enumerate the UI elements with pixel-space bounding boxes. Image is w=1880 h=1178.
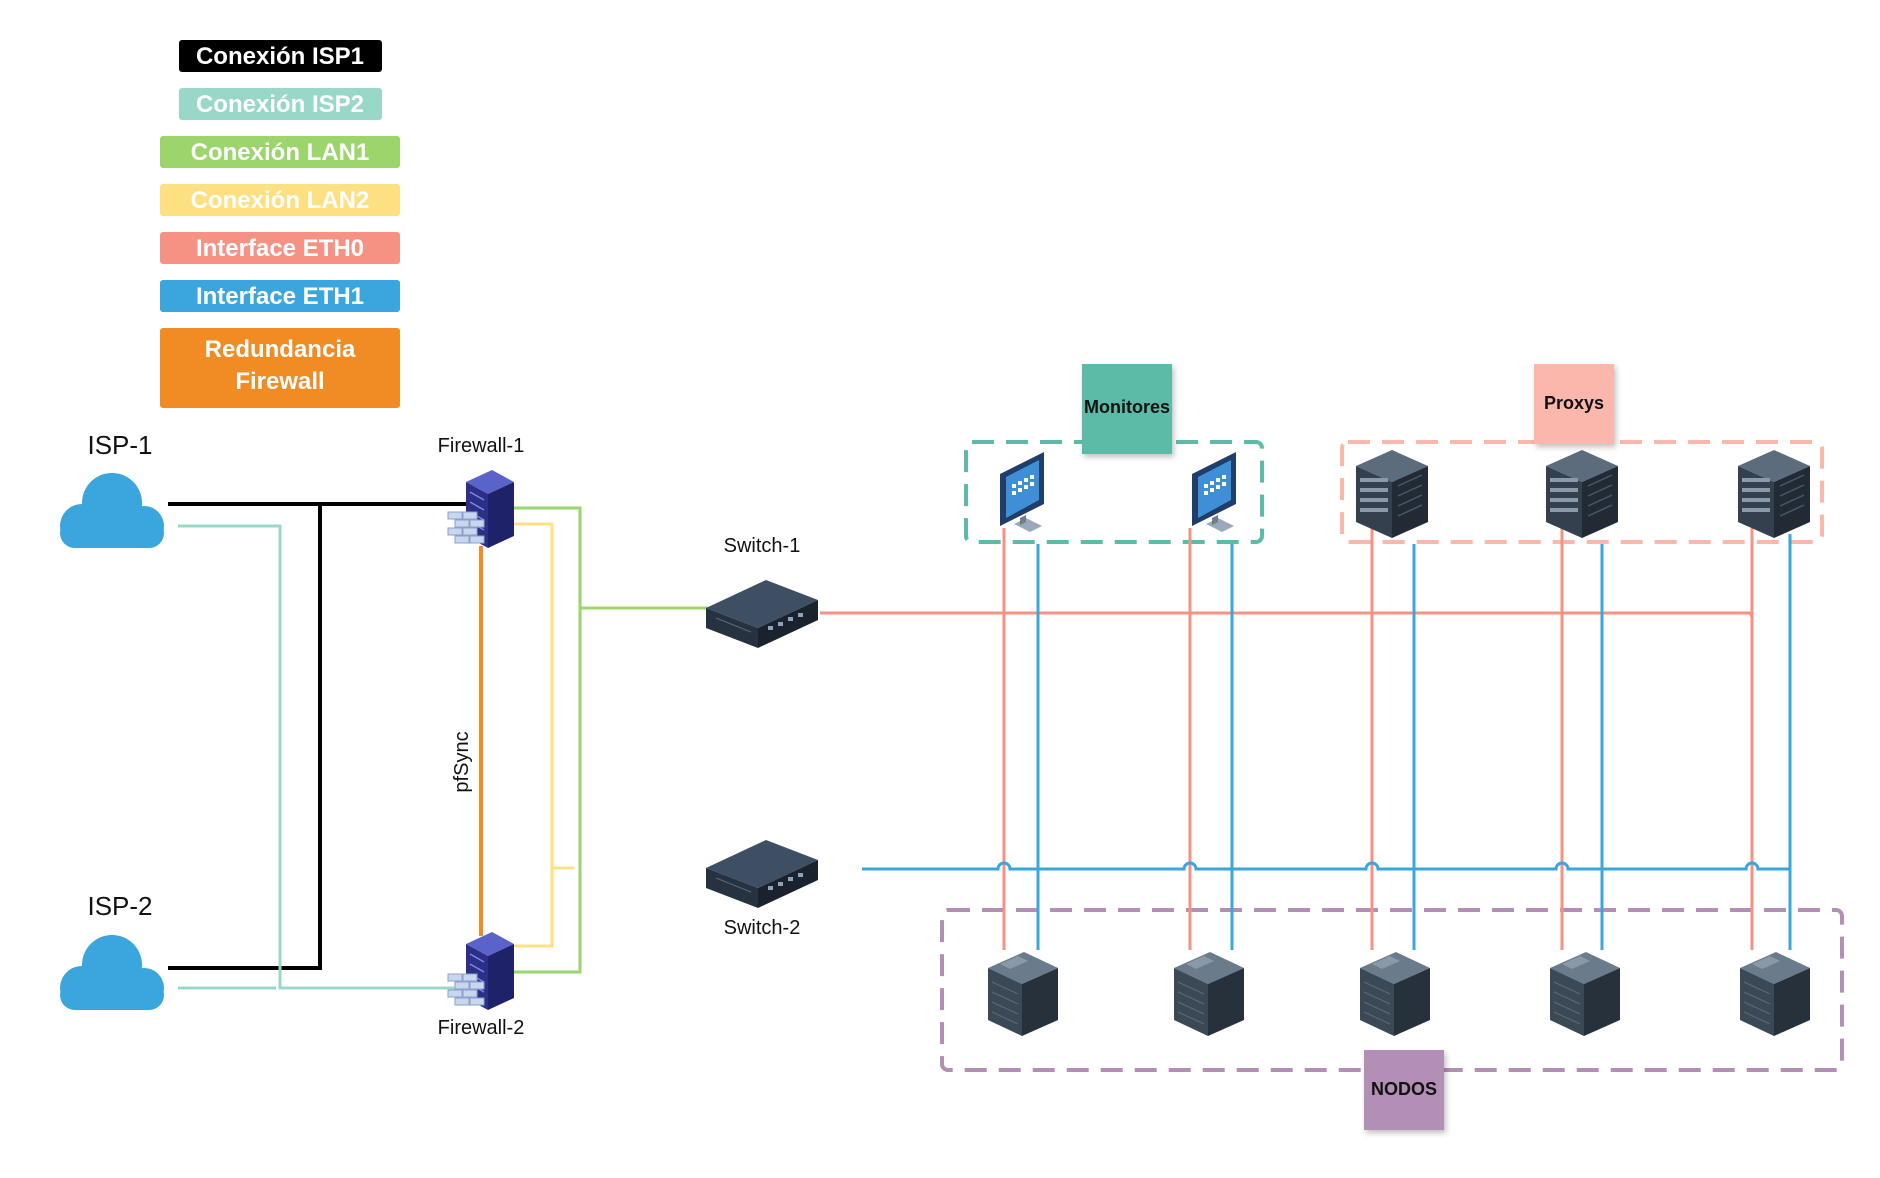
node-2-server-icon <box>1173 951 1245 1037</box>
legend-lan1-label: Conexión LAN1 <box>191 139 370 166</box>
isp2-cloud-icon <box>60 935 164 1010</box>
isp2-node: ISP-2 <box>60 891 164 1010</box>
isp2-label: ISP-2 <box>87 891 152 921</box>
switch1-node: Switch-1 <box>705 535 819 649</box>
node-4-server-icon <box>1549 951 1621 1037</box>
firewall2-firewall-server-icon <box>447 931 515 1011</box>
legend-eth0: Interface ETH0 <box>160 232 400 264</box>
lan1-connection-lines <box>510 506 708 974</box>
firewall1-label: Firewall-1 <box>438 435 525 457</box>
switch2-label: Switch-2 <box>724 917 801 939</box>
legend-redundancy-label-line2: Firewall <box>235 368 324 395</box>
isp1-connection-lines <box>168 502 466 970</box>
proxys-group-label: Proxys <box>1534 364 1614 444</box>
legend-lan2: Conexión LAN2 <box>160 184 400 216</box>
legend-eth1: Interface ETH1 <box>160 280 400 312</box>
node-3-server-icon <box>1359 951 1431 1037</box>
isp1-label: ISP-1 <box>87 430 152 460</box>
lan2-connection-lines <box>510 522 574 948</box>
monitor-1-monitor-icon <box>1000 452 1044 532</box>
eth0-connection-lines <box>820 528 1754 950</box>
legend-isp1-label: Conexión ISP1 <box>196 43 364 70</box>
proxy-1-rack-server-icon <box>1355 449 1429 539</box>
legend-eth1-label: Interface ETH1 <box>196 283 364 310</box>
eth1-connection-lines <box>862 534 1792 950</box>
proxy-3-rack-server-icon <box>1737 449 1811 539</box>
node-5-server-icon <box>1739 951 1811 1037</box>
isp1-node: ISP-1 <box>60 430 164 548</box>
legend-isp2-label: Conexión ISP2 <box>196 91 364 118</box>
legend-eth0-label: Interface ETH0 <box>196 235 364 262</box>
proxys-label: Proxys <box>1544 393 1604 413</box>
legend-isp2: Conexión ISP2 <box>179 88 382 120</box>
firewall1-node: Firewall-1 <box>438 435 525 549</box>
legend-isp1: Conexión ISP1 <box>179 40 382 72</box>
switch1-network-switch-icon <box>705 579 819 649</box>
firewall1-firewall-server-icon <box>447 469 515 549</box>
firewall2-label: Firewall-2 <box>438 1017 525 1039</box>
pfsync-label: pfSync <box>451 731 473 792</box>
firewall2-node: Firewall-2 <box>438 931 525 1039</box>
legend-lan1: Conexión LAN1 <box>160 136 400 168</box>
switch1-label: Switch-1 <box>724 535 801 557</box>
legend-redundancy-label-line1: Redundancia <box>205 336 356 363</box>
legend-redundancy: Redundancia Firewall <box>160 328 400 408</box>
legend: Conexión ISP1 Conexión ISP2 Conexión LAN… <box>160 40 400 408</box>
proxys-group-box <box>1340 440 1824 544</box>
legend-lan2-label: Conexión LAN2 <box>191 187 370 214</box>
monitor-2-monitor-icon <box>1192 452 1236 532</box>
isp2-connection-lines <box>178 524 468 990</box>
switch2-network-switch-icon <box>705 839 819 909</box>
monitores-label: Monitores <box>1084 397 1170 417</box>
nodos-label: NODOS <box>1371 1079 1437 1099</box>
isp1-cloud-icon <box>60 473 164 548</box>
node-1-server-icon <box>987 951 1059 1037</box>
proxy-2-rack-server-icon <box>1545 449 1619 539</box>
nodos-group-label: NODOS <box>1364 1050 1444 1130</box>
monitores-group-label: Monitores <box>1082 364 1172 454</box>
switch2-node: Switch-2 <box>705 839 819 939</box>
